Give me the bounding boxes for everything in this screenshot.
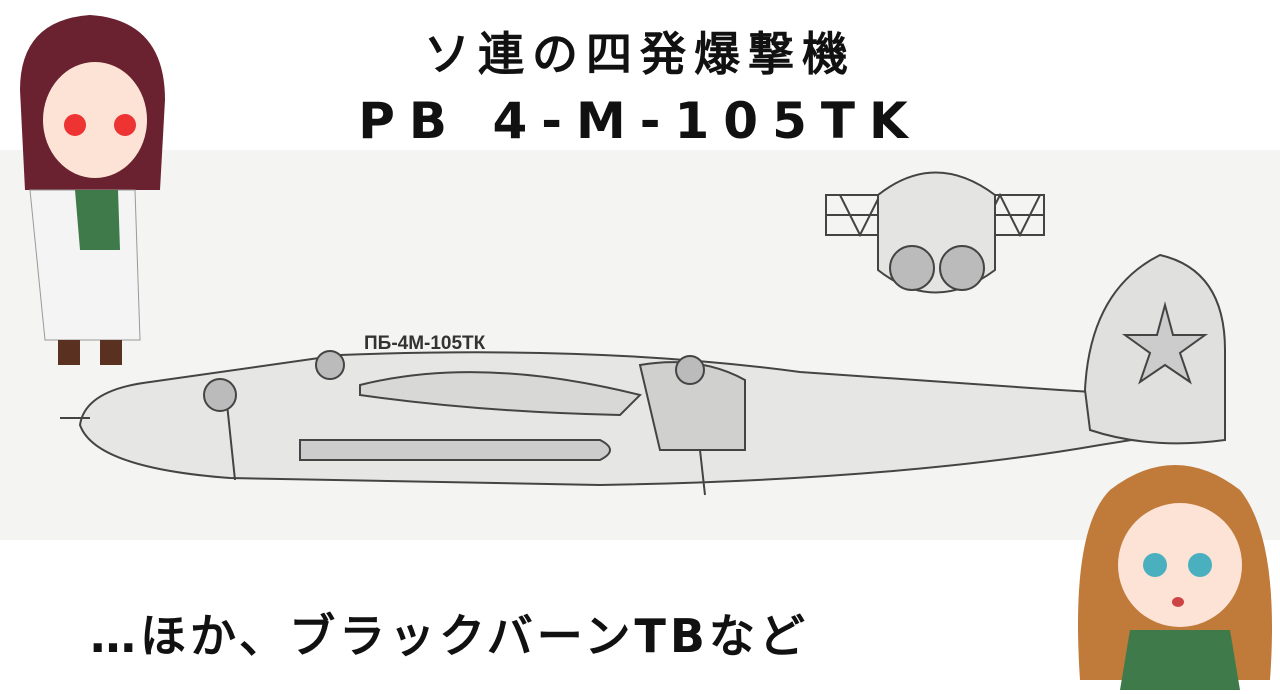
aircraft-cutaway-svg xyxy=(60,171,1227,496)
aircraft-drawing: ПБ-4М-105ТК xyxy=(0,150,1280,540)
video-title: ソ連の四発爆撃機 xyxy=(424,27,856,81)
crew-figure xyxy=(315,350,345,380)
bomb xyxy=(299,439,611,461)
crew-figure xyxy=(675,355,705,385)
crew-figure xyxy=(203,378,237,412)
aircraft-model-title: PB 4-M-105TK xyxy=(358,92,922,150)
drawing-caption: ПБ-4М-105ТК xyxy=(364,333,486,354)
subtitle-text: …ほか、ブラックバーンTBなど xyxy=(90,609,809,663)
engine-nacelle xyxy=(638,361,746,451)
character-right xyxy=(1070,430,1280,694)
character-left xyxy=(0,0,180,374)
star-insignia xyxy=(1121,301,1209,385)
wing-section xyxy=(359,371,642,417)
